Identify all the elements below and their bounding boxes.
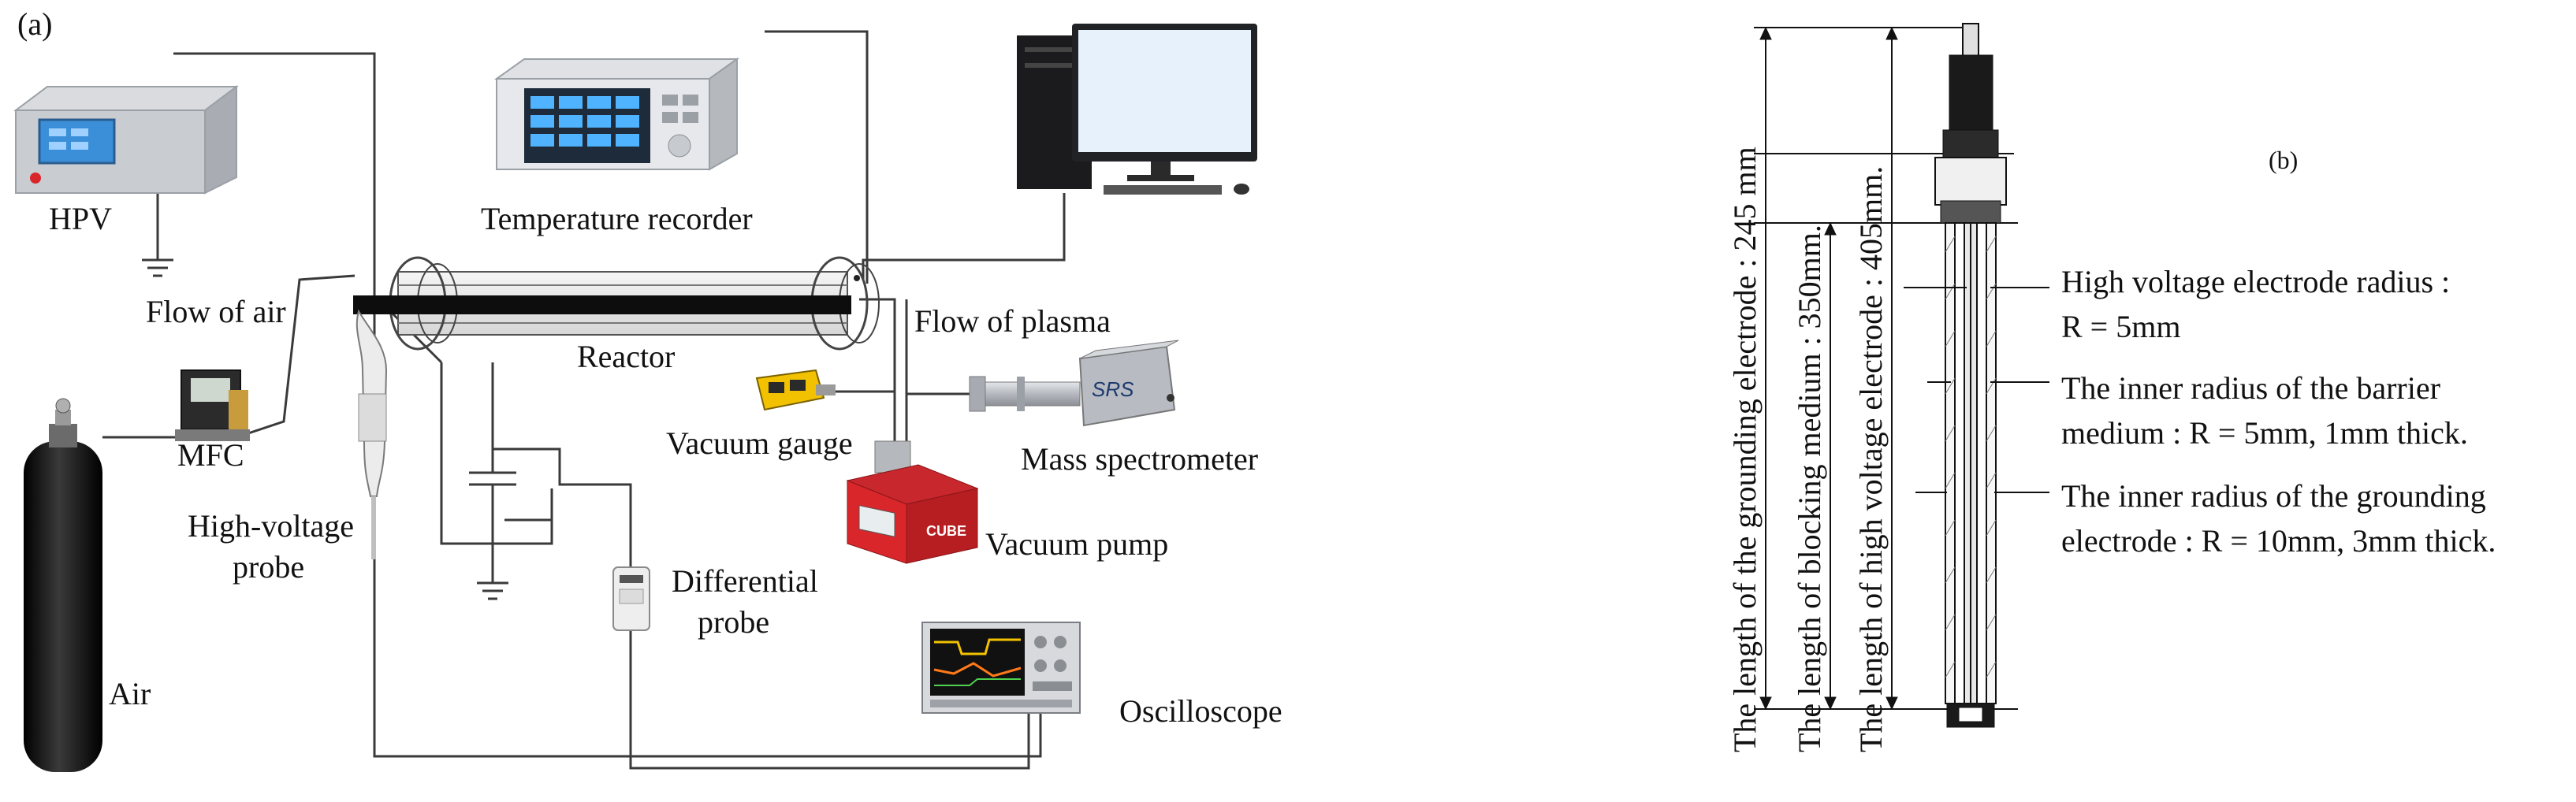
high-voltage-probe-label-line1: High-voltage [188,508,355,544]
high-voltage-probe-label-line2: probe [233,549,305,585]
grounding-radius-label-line2: electrode : R = 10mm, 3mm thick. [2061,523,2496,559]
panel-b-label: (b) [2269,146,2299,174]
oscilloscope-label: Oscilloscope [1119,693,1282,729]
differential-probe-device [612,566,650,631]
panel-a-label: (a) [17,6,53,42]
grounding-radius-label-line1: The inner radius of the grounding [2061,478,2486,514]
electrode-drawing [1754,23,2049,728]
hv-radius-label-line2: R = 5mm [2061,309,2181,344]
vacuum-pump-label: Vacuum pump [985,526,1169,562]
air-label: Air [109,676,151,711]
wiring [102,30,1066,770]
temperature-recorder-label: Temperature recorder [481,201,753,236]
hv-electrode-length-label: The length of high voltage electrode : 4… [1853,165,1889,752]
srs-brand-text: SRS [1092,377,1134,401]
differential-probe-label-line2: probe [698,604,770,640]
hpv-label: HPV [49,201,113,236]
computer-device [1017,24,1257,195]
mfc-label: MFC [177,437,244,473]
differential-probe-label-line1: Differential [672,563,818,599]
flow-of-air-label: Flow of air [146,294,286,329]
hpv-device [13,85,239,195]
vacuum-pump-device: CUBE [846,440,979,564]
reactor-device [353,256,880,351]
barrier-medium-label-line1: The inner radius of the barrier [2061,370,2440,406]
air-cylinder [24,398,102,772]
cube-brand-text: CUBE [926,523,966,539]
reactor-label: Reactor [577,339,676,374]
blocking-medium-length-label: The length of blocking medium : 350mm. [1792,225,1827,752]
mass-spectrometer-device: SRS [969,340,1179,427]
vacuum-gauge-device [755,369,836,411]
mass-spectrometer-label: Mass spectrometer [1021,441,1259,477]
vacuum-gauge-label: Vacuum gauge [666,425,853,461]
temperature-recorder-device [493,58,740,171]
hv-radius-label-line1: High voltage electrode radius : [2061,264,2451,299]
barrier-medium-label-line2: medium : R = 5mm, 1mm thick. [2061,415,2468,451]
oscilloscope-device [921,622,1081,714]
flow-of-plasma-label: Flow of plasma [914,303,1111,339]
grounding-electrode-length-label: The length of the grounding electrode : … [1727,147,1763,752]
mfc-device [175,369,250,441]
high-voltage-probe-device [356,309,388,559]
